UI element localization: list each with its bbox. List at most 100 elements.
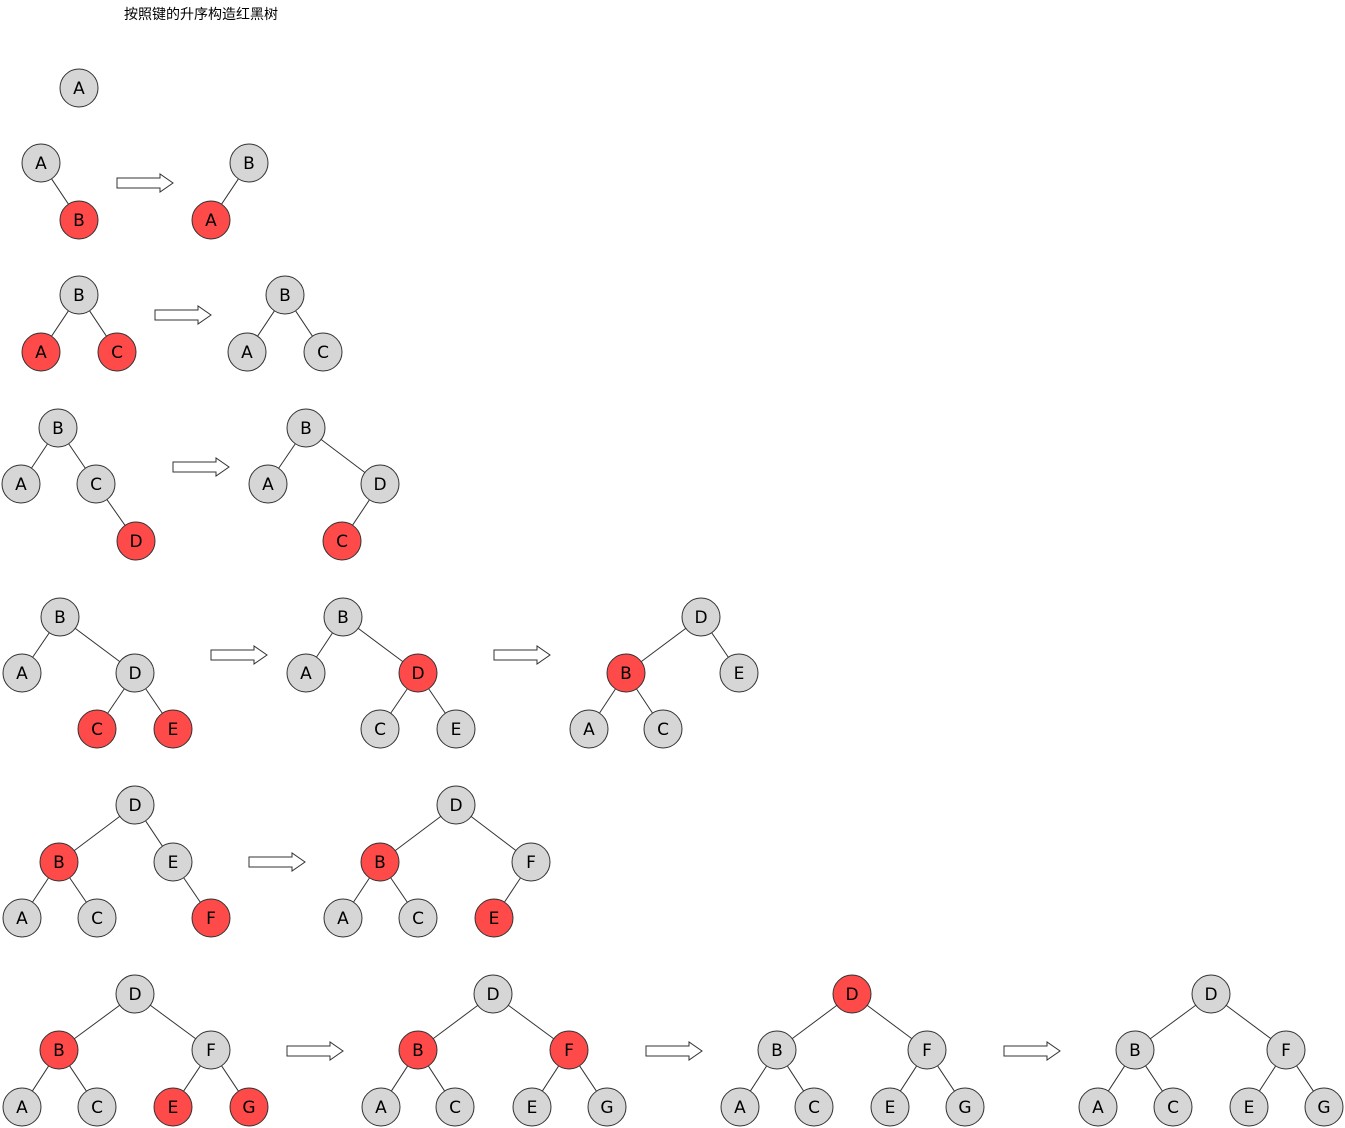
node-label: A: [375, 1098, 387, 1118]
edge-B-C: [295, 310, 313, 337]
transition-arrow-icon: [286, 1041, 344, 1061]
node-label: B: [300, 419, 312, 439]
node-A-black: A: [361, 1087, 401, 1127]
edge-D-B: [432, 1004, 479, 1040]
edge-F-E: [183, 1065, 201, 1092]
node-C-red: C: [322, 521, 362, 561]
node-B-red: B: [398, 1030, 438, 1070]
edge-B-D: [74, 627, 121, 663]
node-circle: [360, 464, 400, 504]
node-label: A: [241, 343, 253, 363]
node-label: A: [15, 475, 27, 495]
node-circle: [77, 898, 117, 938]
node-A-black: A: [323, 898, 363, 938]
node-label: C: [374, 720, 386, 740]
edge-B-A: [31, 443, 48, 469]
node-A-black: A: [569, 709, 609, 749]
node-B-black: B: [40, 597, 80, 637]
edge-F-G: [1296, 1065, 1314, 1092]
edge-D-F: [1225, 1004, 1272, 1040]
node-label: B: [412, 1041, 424, 1061]
transition-arrow-icon: [210, 645, 268, 665]
node-D-black: D: [473, 974, 513, 1014]
node-label: C: [91, 720, 103, 740]
node-circle: [2, 1087, 42, 1127]
node-A-black: A: [59, 68, 99, 108]
node-label: F: [922, 1041, 932, 1061]
node-C-black: C: [360, 709, 400, 749]
node-label: E: [168, 720, 179, 740]
node-label: G: [958, 1098, 971, 1118]
node-label: B: [243, 154, 255, 174]
node-label: A: [337, 909, 349, 929]
node-circle: [569, 709, 609, 749]
edge-D-E: [145, 820, 163, 847]
node-E-red: E: [153, 709, 193, 749]
node-circle: [1078, 1087, 1118, 1127]
node-label: F: [206, 909, 216, 929]
node-label: E: [734, 664, 745, 684]
node-label: E: [527, 1098, 538, 1118]
edge-B-C: [69, 877, 87, 903]
node-C-black: C: [1153, 1087, 1193, 1127]
node-circle: [398, 653, 438, 693]
edge-D-E: [711, 632, 729, 658]
node-label: D: [694, 608, 707, 628]
node-label: D: [449, 796, 462, 816]
edge-D-C: [352, 499, 370, 526]
node-circle: [512, 1087, 552, 1127]
node-B-black: B: [286, 408, 326, 448]
edge-B-C: [390, 877, 408, 903]
node-circle: [870, 1087, 910, 1127]
edge-B-C: [1145, 1065, 1163, 1092]
node-circle: [286, 653, 326, 693]
node-label: C: [317, 343, 329, 363]
node-B-red: B: [606, 653, 646, 693]
node-circle: [77, 1087, 117, 1127]
node-A-black: A: [2, 898, 42, 938]
node-circle: [511, 842, 551, 882]
node-B-black: B: [38, 408, 78, 448]
node-label: C: [449, 1098, 461, 1118]
node-circle: [907, 1030, 947, 1070]
node-circle: [945, 1087, 985, 1127]
node-label: E: [451, 720, 462, 740]
node-label: B: [73, 211, 85, 231]
node-circle: [832, 974, 872, 1014]
node-C-black: C: [398, 898, 438, 938]
node-D-black: D: [1191, 974, 1231, 1014]
node-circle: [77, 709, 117, 749]
edge-B-A: [278, 443, 296, 469]
node-E-red: E: [474, 898, 514, 938]
node-circle: [322, 521, 362, 561]
node-B-black: B: [59, 275, 99, 315]
node-circle: [248, 464, 288, 504]
node-circle: [323, 898, 363, 938]
node-label: B: [73, 286, 85, 306]
node-label: A: [1092, 1098, 1104, 1118]
node-label: G: [242, 1098, 255, 1118]
transition-arrow-icon: [1003, 1041, 1061, 1061]
node-circle: [436, 785, 476, 825]
edge-B-A: [353, 877, 370, 903]
node-E-black: E: [436, 709, 476, 749]
node-circle: [643, 709, 683, 749]
node-A-black: A: [1, 464, 41, 504]
node-circle: [191, 1030, 231, 1070]
edge-D-B: [73, 816, 121, 851]
node-label: A: [35, 154, 47, 174]
node-circle: [436, 709, 476, 749]
edge-D-E: [428, 688, 446, 714]
edge-B-A: [599, 688, 616, 714]
node-label: D: [1204, 985, 1217, 1005]
node-B-red: B: [59, 200, 99, 240]
node-label: F: [526, 853, 536, 873]
edge-F-E: [541, 1065, 560, 1092]
node-B-black: B: [229, 143, 269, 183]
edge-F-G: [221, 1065, 239, 1092]
edge-D-F: [866, 1004, 913, 1040]
node-label: A: [16, 664, 28, 684]
edge-D-C: [107, 688, 125, 714]
